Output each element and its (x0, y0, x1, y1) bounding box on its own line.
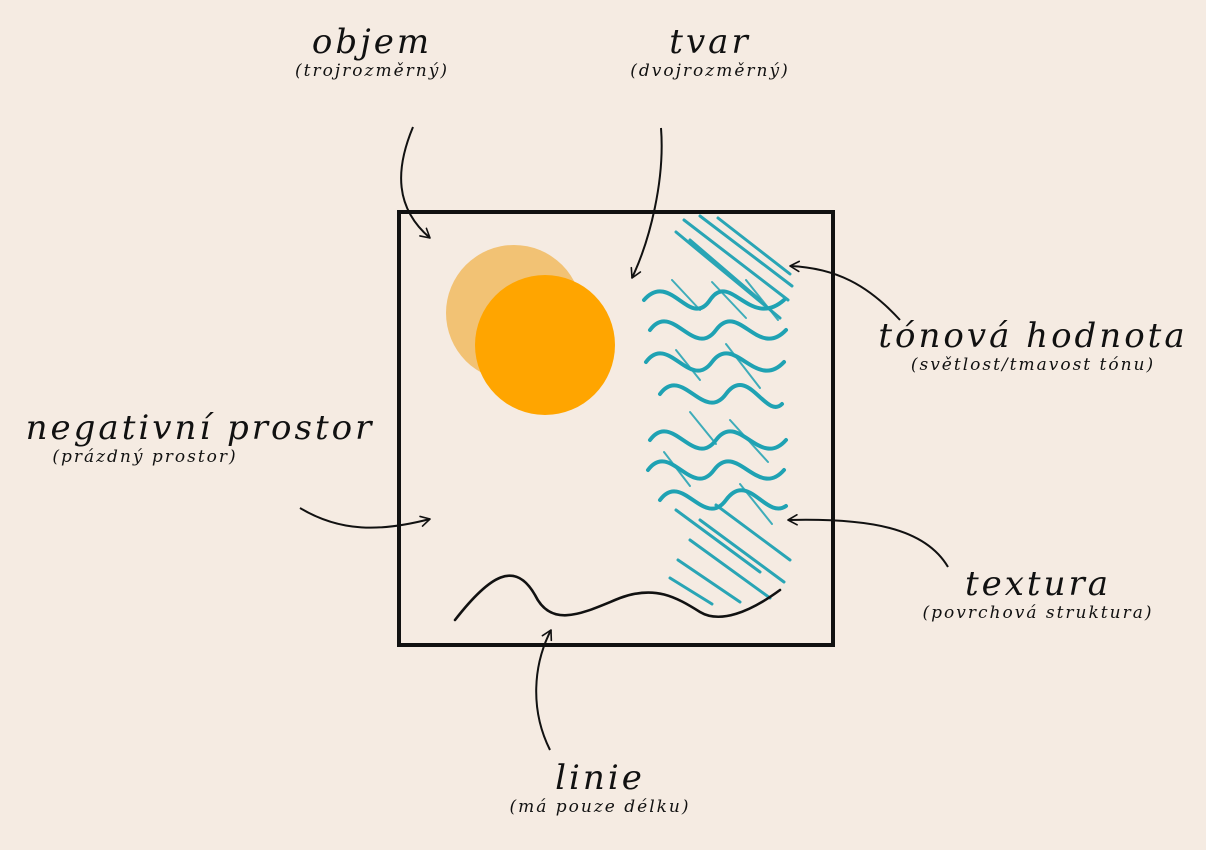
label-linie: linie (má pouze délku) (450, 760, 750, 818)
label-negativni-prostor: negativní prostor (prázdný prostor) (20, 410, 380, 468)
shape-circle-orange (475, 275, 615, 415)
label-tonova-hodnota-subtitle: (světlost/tmavost tónu) (866, 355, 1200, 375)
label-textura-title: textura (880, 566, 1196, 603)
label-textura: textura (povrchová struktura) (880, 566, 1196, 624)
label-tvar-title: tvar (600, 24, 820, 61)
label-tvar: tvar (dvojrozměrný) (600, 24, 820, 82)
label-linie-subtitle: (má pouze délku) (450, 797, 750, 817)
arrow-tvar (632, 128, 662, 278)
label-tonova-hodnota: tónová hodnota (světlost/tmavost tónu) (866, 318, 1200, 376)
arrow-textura (788, 520, 948, 567)
arrow-negativni-prostor (300, 508, 430, 528)
label-tvar-subtitle: (dvojrozměrný) (600, 61, 820, 81)
label-tonova-hodnota-title: tónová hodnota (866, 318, 1200, 355)
label-objem-subtitle: (trojrozměrný) (262, 61, 482, 81)
arrow-objem (401, 127, 430, 238)
label-negativni-prostor-title: negativní prostor (20, 410, 380, 447)
label-textura-subtitle: (povrchová struktura) (880, 603, 1196, 623)
label-negativni-prostor-subtitle: (prázdný prostor) (0, 447, 380, 467)
label-linie-title: linie (450, 760, 750, 797)
label-objem-title: objem (262, 24, 482, 61)
label-objem: objem (trojrozměrný) (262, 24, 482, 82)
arrow-tonova-hodnota (790, 266, 900, 320)
arrow-linie (536, 630, 551, 750)
texture-band (644, 216, 792, 604)
